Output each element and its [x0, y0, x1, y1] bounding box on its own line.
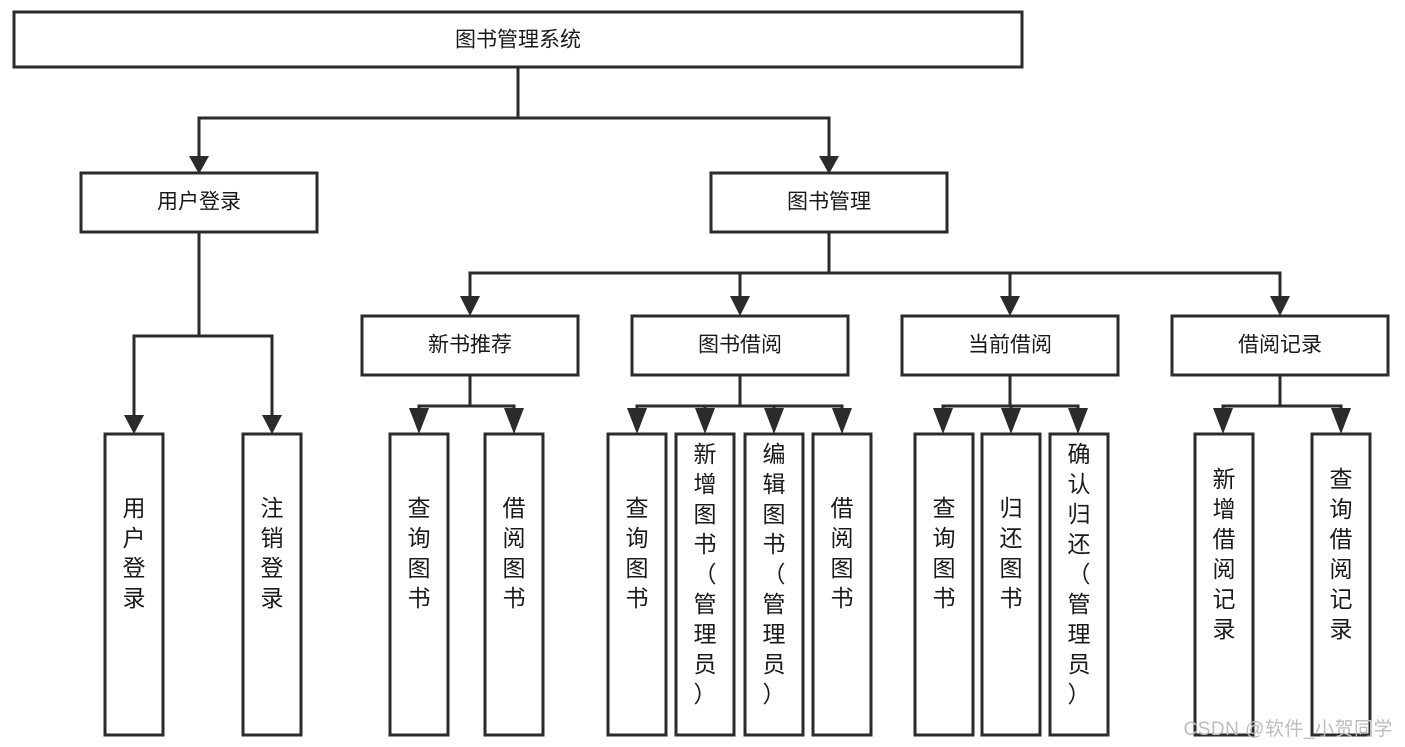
node-leaf-query-book-3[interactable]: 查询图书 — [913, 432, 975, 737]
node-leaf-borrow-book-2-label: 借阅图书 — [831, 495, 854, 611]
node-leaf-return-book-label: 归还图书 — [1000, 495, 1023, 611]
node-leaf-borrow-book-2-box[interactable] — [811, 432, 873, 737]
node-leaf-return-book-box[interactable] — [980, 432, 1042, 737]
node-leaf-query-book-1-box[interactable] — [388, 432, 450, 737]
node-leaf-query-book-3-label: 查询图书 — [933, 495, 956, 611]
arrow-leaf-user-login — [124, 415, 144, 434]
arrow-leaf-return-book — [1001, 408, 1021, 434]
node-leaf-confirm-return[interactable]: 确认归还（管理员） — [1048, 432, 1110, 737]
arrow-leaf-query-record — [1331, 408, 1351, 434]
node-leaf-query-book-1-label: 查询图书 — [408, 495, 431, 611]
arrow-to-borrow-record — [1270, 296, 1290, 316]
arrow-to-user-login — [189, 156, 209, 174]
node-borrow-record-label: 借阅记录 — [1238, 334, 1322, 357]
node-current-borrow-box[interactable] — [900, 314, 1120, 377]
node-leaf-add-record[interactable]: 新增借阅记录 — [1193, 432, 1255, 737]
node-leaf-add-book-box[interactable] — [674, 432, 736, 737]
arrow-leaf-edit-book — [764, 408, 784, 434]
node-book-borrow-box[interactable] — [630, 314, 850, 377]
node-leaf-edit-book-label: 编辑图书（管理员） — [763, 441, 786, 707]
node-leaf-edit-book-box[interactable] — [743, 432, 805, 737]
node-book-manage[interactable]: 图书管理 — [709, 171, 949, 234]
node-root[interactable]: 图书管理系统 — [12, 10, 1024, 69]
node-current-borrow[interactable]: 当前借阅 — [900, 314, 1120, 377]
node-user-login-label: 用户登录 — [157, 191, 241, 214]
arrow-leaf-logout-login — [262, 415, 282, 434]
node-leaf-add-book-label: 新增图书（管理员） — [694, 441, 717, 707]
node-user-login-box[interactable] — [79, 171, 319, 234]
node-leaf-confirm-return-label: 确认归还（管理员） — [1068, 441, 1091, 707]
arrow-to-new-book — [460, 296, 480, 316]
node-new-book-recommend-box[interactable] — [360, 314, 580, 377]
arrow-to-book-manage — [819, 156, 839, 174]
node-book-manage-box[interactable] — [709, 171, 949, 234]
node-leaf-query-book-1[interactable]: 查询图书 — [388, 432, 450, 737]
arrow-to-current-borrow — [1000, 296, 1020, 316]
node-root-label: 图书管理系统 — [455, 29, 581, 52]
node-book-borrow-label: 图书借阅 — [698, 334, 782, 357]
node-leaf-borrow-book-1-label: 借阅图书 — [503, 495, 526, 611]
node-leaf-query-book-2-box[interactable] — [606, 432, 668, 737]
node-leaf-user-login-box[interactable] — [103, 432, 165, 737]
arrow-leaf-confirm-return — [1068, 408, 1088, 434]
arrow-to-book-borrow — [730, 296, 750, 316]
node-book-borrow[interactable]: 图书借阅 — [630, 314, 850, 377]
arrow-leaf-query-book-2 — [627, 408, 647, 434]
connector-group — [124, 66, 1351, 434]
node-book-manage-label: 图书管理 — [787, 191, 871, 214]
csdn-watermark: CSDN @软件_小贺同学 — [1183, 719, 1393, 740]
node-root-box[interactable] — [12, 10, 1024, 69]
node-user-login[interactable]: 用户登录 — [79, 171, 319, 234]
node-leaf-user-login-label: 用户登录 — [123, 495, 146, 611]
arrow-leaf-query-book-3 — [933, 408, 953, 434]
node-borrow-record[interactable]: 借阅记录 — [1170, 314, 1390, 377]
node-leaf-query-record-label: 查询借阅记录 — [1330, 466, 1353, 642]
node-leaf-query-book-3-box[interactable] — [913, 432, 975, 737]
node-borrow-record-box[interactable] — [1170, 314, 1390, 377]
arrow-leaf-borrow-book-2 — [832, 408, 852, 434]
arrow-leaf-add-book — [695, 408, 715, 434]
node-leaf-add-record-box[interactable] — [1193, 432, 1255, 737]
node-leaf-query-record-box[interactable] — [1310, 432, 1372, 737]
node-leaf-logout-login-box[interactable] — [241, 432, 303, 737]
node-new-book-recommend-label: 新书推荐 — [428, 334, 512, 357]
arrow-leaf-query-book-1 — [409, 408, 429, 434]
node-leaf-user-login[interactable]: 用户登录 — [103, 432, 165, 737]
node-leaf-borrow-book-1[interactable]: 借阅图书 — [483, 432, 545, 737]
node-leaf-logout-login-label: 注销登录 — [261, 495, 284, 611]
arrow-leaf-borrow-book-1 — [504, 408, 524, 434]
node-current-borrow-label: 当前借阅 — [968, 334, 1052, 357]
node-leaf-query-book-2[interactable]: 查询图书 — [606, 432, 668, 737]
node-leaf-add-book[interactable]: 新增图书（管理员） — [674, 432, 736, 737]
node-leaf-edit-book[interactable]: 编辑图书（管理员） — [743, 432, 805, 737]
node-leaf-return-book[interactable]: 归还图书 — [980, 432, 1042, 737]
node-new-book-recommend[interactable]: 新书推荐 — [360, 314, 580, 377]
node-leaf-query-book-2-label: 查询图书 — [626, 495, 649, 611]
node-leaf-borrow-book-2[interactable]: 借阅图书 — [811, 432, 873, 737]
node-leaf-logout-login[interactable]: 注销登录 — [241, 432, 303, 737]
node-leaf-confirm-return-box[interactable] — [1048, 432, 1110, 737]
node-leaf-query-record[interactable]: 查询借阅记录 — [1310, 432, 1372, 737]
arrow-leaf-add-record — [1213, 408, 1233, 434]
node-leaf-borrow-book-1-box[interactable] — [483, 432, 545, 737]
node-leaf-add-record-label: 新增借阅记录 — [1213, 466, 1236, 642]
